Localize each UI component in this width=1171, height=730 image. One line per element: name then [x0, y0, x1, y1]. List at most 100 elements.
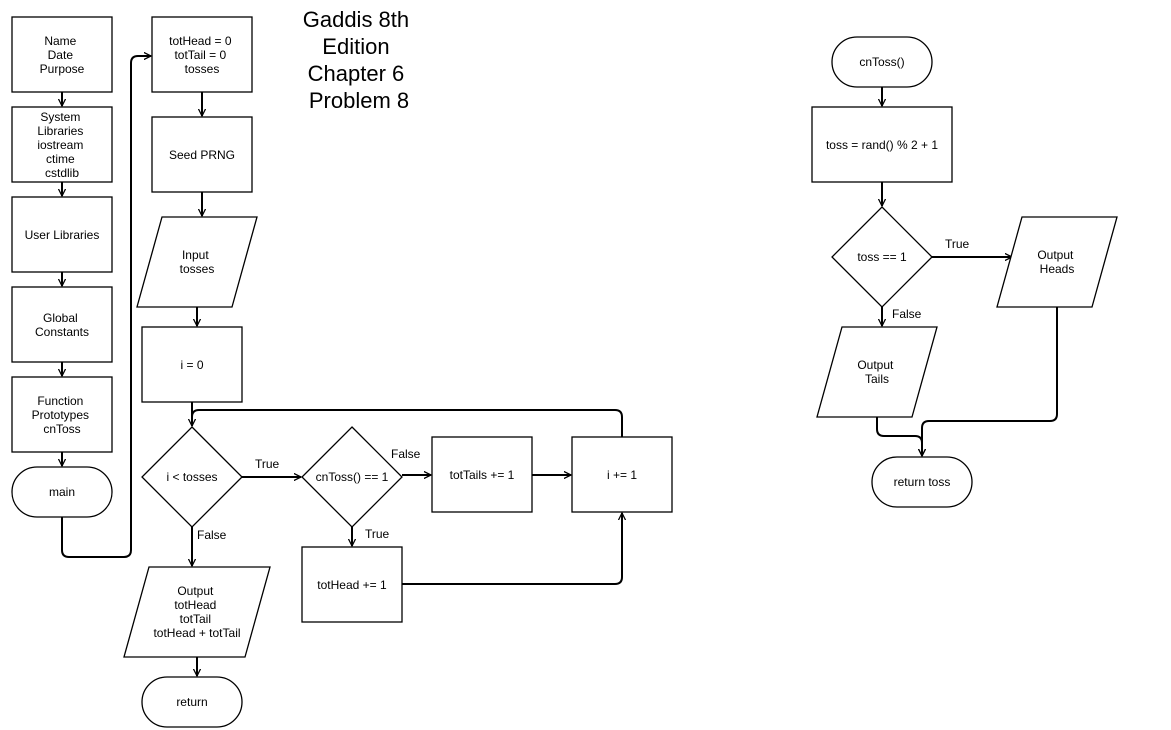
svg-text:System Libraries i: System Libraries iostream ctime cstdlib [37, 110, 86, 180]
system-libraries-process: System Libraries iostream ctime cstdlib [11, 106, 113, 183]
output-line-3: totTail [180, 612, 211, 626]
return-toss-terminal: return toss [871, 456, 973, 508]
header-line-2: Date [48, 48, 74, 62]
globals-line-2: Constants [35, 325, 89, 339]
add-head-process: totHead += 1 [301, 546, 403, 623]
svg-text:Name Date Purpose: Name Date Purpose [40, 34, 85, 76]
syslibs-line-2: Libraries [37, 124, 83, 138]
svg-text:Output Tails: Output Tails [857, 358, 896, 386]
output-tails-io: Output Tails [816, 326, 938, 418]
header-line-1: Name [44, 34, 76, 48]
syslibs-line-4: ctime [46, 152, 75, 166]
return-terminal: return [141, 676, 243, 728]
connector-heads-to-return [922, 307, 1058, 456]
header-process: Name Date Purpose [11, 16, 113, 93]
connector-increment-loopback [191, 409, 623, 437]
prototypes-line-3: cnToss [43, 422, 80, 436]
svg-text:i < tosses: i < tosses [166, 470, 217, 484]
syslibs-line-5: cstdlib [45, 166, 79, 180]
svg-text:totHead = 0 totTail = 0: totHead = 0 totTail = 0 tosses [169, 34, 235, 76]
syslibs-line-3: iostream [37, 138, 83, 152]
main-terminal: main [11, 466, 113, 518]
loop-decision: i < tosses [141, 426, 243, 528]
input-tosses-io: Input tosses [136, 216, 258, 308]
connector-main-to-declare [61, 56, 151, 558]
header-line-3: Purpose [40, 62, 85, 76]
toss-equals-decision: toss == 1 [831, 206, 933, 308]
connector-tails-to-return [876, 417, 922, 456]
svg-text:i = 0: i = 0 [180, 358, 203, 372]
seed-line-1: Seed PRNG [169, 148, 235, 162]
userlibs-line-1: User Libraries [25, 228, 100, 242]
title-line-4: Problem 8 [309, 88, 409, 113]
svg-text:i += 1: i += 1 [607, 468, 637, 482]
cntoss-true-label: True [945, 237, 970, 251]
tails-line-2: Tails [865, 372, 889, 386]
tails-line-1: Output [857, 358, 894, 372]
toss-false-label: False [391, 447, 421, 461]
declare-line-2: totTail = 0 [174, 48, 226, 62]
prototypes-line-2: Prototypes [32, 408, 89, 422]
heads-line-2: Heads [1040, 262, 1075, 276]
heads-line-1: Output [1037, 248, 1074, 262]
connectors [61, 56, 1058, 676]
svg-text:return toss: return toss [894, 475, 951, 489]
toss-decision: cnToss() == 1 [301, 426, 403, 528]
svg-text:Input tosses: Input tosses [180, 248, 215, 276]
svg-text:toss = rand() % 2 + 1: toss = rand() % 2 + 1 [826, 138, 938, 152]
init-counter-process: i = 0 [141, 326, 243, 403]
cntoss-start-terminal: cnToss() [831, 36, 933, 88]
page-title: Gaddis 8th Edition Chapter 6 Problem 8 [303, 7, 416, 113]
output-line-2: totHead [174, 598, 216, 612]
toss-assign-process: toss = rand() % 2 + 1 [811, 106, 953, 183]
svg-text:return: return [176, 695, 207, 709]
cntoss-false-label: False [892, 307, 922, 321]
increment-counter-process: i += 1 [571, 436, 673, 513]
declare-line-1: totHead = 0 [169, 34, 232, 48]
global-constants-process: Global Constants [11, 286, 113, 363]
function-prototypes-process: Function Prototypes cnToss [11, 376, 113, 453]
syslibs-line-1: System [40, 110, 80, 124]
input-line-2: tosses [180, 262, 215, 276]
toss-decision-label: cnToss() == 1 [316, 470, 389, 484]
svg-text:toss == 1: toss == 1 [857, 250, 907, 264]
seed-prng-process: Seed PRNG [151, 116, 253, 193]
declare-line-3: tosses [185, 62, 220, 76]
loop-true-label: True [255, 457, 280, 471]
svg-text:Global Constants: Global Constants [35, 311, 89, 339]
init-line-1: i = 0 [180, 358, 203, 372]
svg-text:Output totHead tot: Output totHead totTail totHead + totTail [153, 584, 240, 640]
svg-text:User Libraries: User Libraries [25, 228, 100, 242]
svg-text:totTails += 1: totTails += 1 [450, 468, 515, 482]
output-totals-io: Output totHead totTail totHead + totTail [123, 566, 271, 658]
toss-assign-label: toss = rand() % 2 + 1 [826, 138, 938, 152]
main-terminal-label: main [49, 485, 75, 499]
input-line-1: Input [182, 248, 209, 262]
svg-text:Function Prototypes: Function Prototypes cnToss [32, 394, 93, 436]
svg-text:main: main [49, 485, 75, 499]
title-line-3: Chapter 6 [308, 61, 405, 86]
add-head-label: totHead += 1 [317, 578, 387, 592]
return-label: return [176, 695, 207, 709]
toss-true-label: True [365, 527, 390, 541]
loop-false-label: False [197, 528, 227, 542]
output-line-1: Output [177, 584, 214, 598]
svg-text:cnToss() == 1: cnToss() == 1 [316, 470, 389, 484]
loop-decision-label: i < tosses [166, 470, 217, 484]
svg-text:Seed PRNG: Seed PRNG [169, 148, 235, 162]
title-line-2: Edition [322, 34, 389, 59]
toss-equals-label: toss == 1 [857, 250, 907, 264]
svg-text:totHead += 1: totHead += 1 [317, 578, 387, 592]
title-line-1: Gaddis 8th [303, 7, 409, 32]
user-libraries-process: User Libraries [11, 196, 113, 273]
add-tails-process: totTails += 1 [431, 436, 533, 513]
add-tails-label: totTails += 1 [450, 468, 515, 482]
increment-label: i += 1 [607, 468, 637, 482]
connector-head-to-increment [402, 513, 622, 585]
output-heads-io: Output Heads [996, 216, 1118, 308]
prototypes-line-1: Function [37, 394, 83, 408]
output-line-4: totHead + totTail [153, 626, 240, 640]
return-toss-label: return toss [894, 475, 951, 489]
declare-variables-process: totHead = 0 totTail = 0 tosses [151, 16, 253, 93]
